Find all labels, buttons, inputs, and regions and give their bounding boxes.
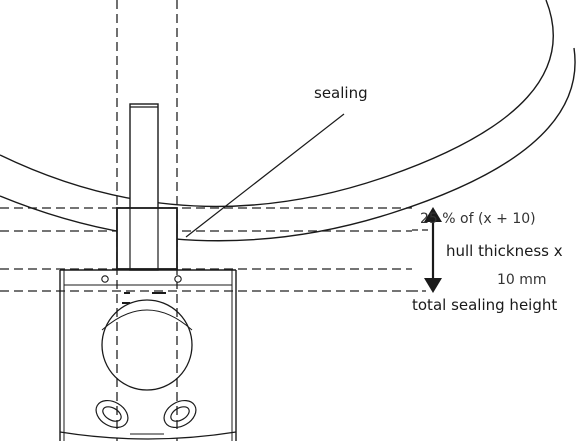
hull-thickness-label: hull thickness x: [446, 242, 563, 260]
hull-curves: [0, 0, 576, 242]
vertical-guide-lines: [116, 0, 178, 441]
sealing-leader-line: [185, 113, 345, 238]
sealing-block: [116, 207, 178, 270]
arrowhead-up: [424, 207, 442, 222]
total-sealing-height-label: total sealing height: [412, 296, 558, 314]
horizontal-reference-lines: [0, 207, 412, 292]
arrowhead-down: [424, 278, 442, 293]
hull-inner-curve: [0, 0, 554, 208]
housing-dial: [101, 299, 193, 391]
percent-formula-label: 25 % of (x + 10): [420, 211, 536, 227]
foot-left: [95, 399, 129, 429]
dimension-arrow: [424, 207, 442, 293]
sealing-label: sealing: [314, 84, 368, 102]
screw-hole-right: [174, 275, 182, 283]
ten-mm-label: 10 mm: [497, 272, 547, 288]
housing-dial-arc: [101, 309, 193, 331]
foot-right: [163, 399, 197, 429]
housing-bottom: [59, 431, 237, 440]
hull-outer-curve: [0, 47, 576, 242]
housing-body: [59, 269, 237, 441]
sensor-housing: [59, 269, 237, 441]
screw-hole-left: [101, 275, 109, 283]
